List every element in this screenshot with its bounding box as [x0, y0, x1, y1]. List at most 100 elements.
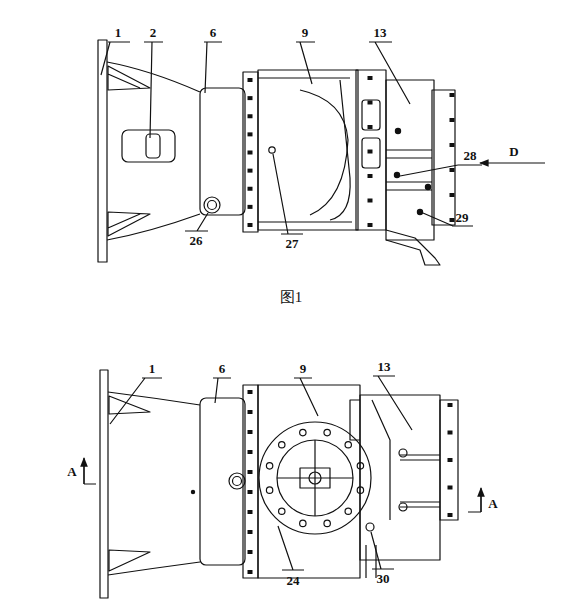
bolt [248, 570, 253, 574]
plug [191, 490, 194, 493]
joint-flange [243, 72, 258, 232]
bolt-holes [266, 429, 363, 526]
plug [269, 147, 275, 153]
rib [108, 66, 150, 236]
bolt-head [366, 523, 374, 531]
plug [417, 209, 422, 214]
figure-caption: 图1 [280, 290, 303, 305]
bolt [368, 223, 373, 227]
output-flange [259, 422, 371, 534]
bolt-hole [345, 442, 351, 448]
bolt [248, 410, 253, 414]
leader-line [294, 378, 318, 416]
bolt [248, 430, 253, 434]
bolt-hole [300, 520, 306, 526]
bolt [450, 118, 455, 122]
plug [394, 172, 399, 177]
bolt-row [248, 76, 455, 574]
bolt [248, 132, 253, 136]
bearing-housing [200, 398, 245, 565]
callout-number: 1 [115, 26, 122, 39]
plug [425, 184, 430, 189]
bolt-head [399, 449, 407, 457]
plug [395, 128, 400, 133]
bolt-hole [279, 442, 285, 448]
bolt [248, 550, 253, 554]
housing-web [330, 80, 350, 220]
callout-number: 6 [219, 362, 226, 375]
callout-number: 24 [287, 574, 300, 587]
ring-rib [362, 100, 380, 130]
leader-line [204, 42, 222, 93]
housing-contour [258, 78, 352, 222]
callout-number: 28 [464, 149, 477, 162]
bolt [248, 169, 253, 173]
bolt [368, 76, 373, 80]
bolt-hole [266, 463, 272, 469]
bearing-housing [200, 88, 245, 215]
leader-line [273, 154, 303, 234]
callout-number: 9 [302, 26, 309, 39]
leader-line [296, 42, 315, 84]
joint-flange [243, 385, 258, 578]
bolt [248, 96, 253, 100]
gear-housing [258, 70, 358, 230]
callout-number: 6 [210, 26, 217, 39]
bolt [448, 403, 453, 407]
bolt [248, 151, 253, 155]
bolt [248, 450, 253, 454]
mount-flange [98, 40, 107, 262]
leader-line [371, 532, 394, 569]
pipe-port-inner [208, 201, 217, 210]
callout-number: 13 [374, 26, 387, 39]
leader-line [101, 42, 130, 75]
cone-housing [108, 392, 200, 575]
bolt-hole [345, 508, 351, 514]
housing-contour [350, 400, 376, 578]
end-housing-rib [372, 400, 440, 520]
shaft-end [309, 472, 321, 484]
bolt [248, 510, 253, 514]
section-arrow [480, 488, 481, 512]
bolt-hole [324, 520, 330, 526]
callout-number: 1 [149, 362, 156, 375]
bolt-head [399, 503, 407, 511]
bolt [248, 390, 253, 394]
pipe-port-inner [233, 477, 242, 486]
callout-number: A [488, 497, 497, 510]
ring-flange [356, 70, 386, 230]
bolt-hole [324, 429, 330, 435]
callout-number: A [67, 465, 76, 478]
bolt [450, 218, 455, 222]
cone-housing [107, 62, 200, 240]
leader-line [278, 526, 304, 570]
bolt [248, 187, 253, 191]
bolt [368, 174, 373, 178]
end-cover [432, 90, 455, 225]
bolt [368, 150, 373, 154]
bolt [450, 93, 455, 97]
leader-line [144, 42, 163, 138]
bolt [248, 470, 253, 474]
bolt [450, 168, 455, 172]
end-cover [440, 400, 458, 520]
bolt [448, 486, 453, 490]
hub-spoke [277, 440, 353, 516]
window-slot [146, 134, 160, 158]
bolt [448, 513, 453, 517]
section-mark [84, 462, 96, 484]
support-foot [386, 230, 440, 265]
bolt [450, 193, 455, 197]
leader-line [185, 213, 208, 231]
callout-number: 26 [190, 234, 203, 247]
bolt [450, 143, 455, 147]
bolt-hole [300, 429, 306, 435]
bolt [448, 458, 453, 462]
callout-number: 13 [378, 360, 391, 373]
callout-number: 9 [300, 362, 307, 375]
mount-flange [100, 370, 108, 598]
bolt [368, 125, 373, 129]
callout-number: 27 [286, 237, 299, 250]
